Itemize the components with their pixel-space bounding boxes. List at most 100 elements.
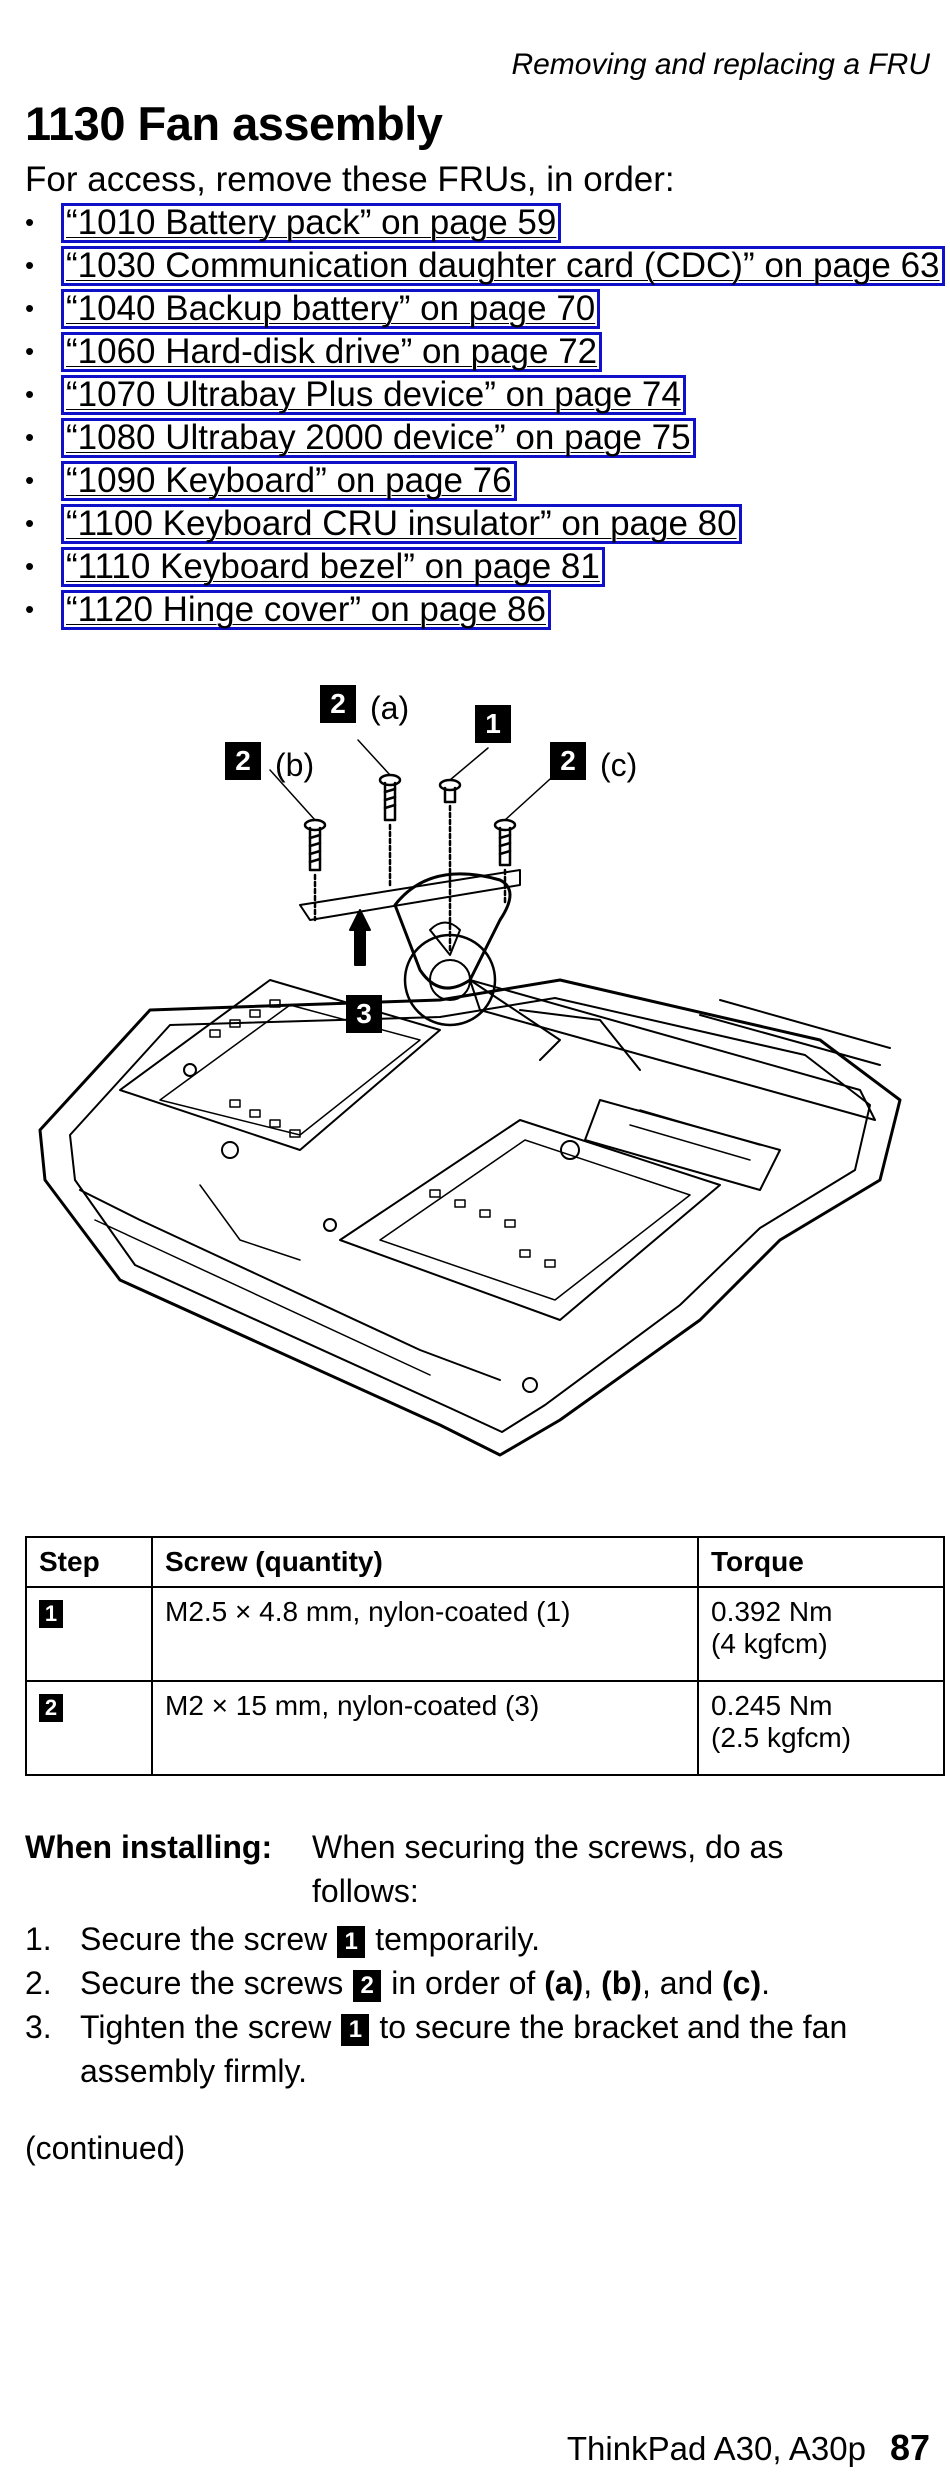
fru-link-ultrabay-plus[interactable]: “1070 Ultrabay Plus device” on page 74 <box>61 374 686 415</box>
bullet-icon: • <box>25 207 35 237</box>
laptop-fan-illustration <box>38 739 902 1457</box>
chassis-outline <box>38 978 902 1457</box>
bullet-icon: • <box>25 422 35 452</box>
screw-b <box>303 818 327 922</box>
screw-c <box>493 818 517 907</box>
screw-a <box>378 773 402 887</box>
screw-1 <box>438 778 462 952</box>
step-number: 1. <box>25 1921 52 1957</box>
step-cell: 2 <box>25 1680 153 1776</box>
hinge-bar <box>469 979 876 1121</box>
list-item: • “1040 Backup battery” on page 70 <box>25 287 945 330</box>
fru-link-backup-battery[interactable]: “1040 Backup battery” on page 70 <box>61 288 601 329</box>
list-item: • “1030 Communication daughter card (CDC)… <box>25 244 945 287</box>
list-item: • “1100 Keyboard CRU insulator” on page 8… <box>25 502 945 545</box>
fru-link-hard-disk[interactable]: “1060 Hard-disk drive” on page 72 <box>61 331 603 372</box>
list-item: • “1060 Hard-disk drive” on page 72 <box>25 330 945 373</box>
step-tag: 1 <box>341 2013 370 2046</box>
fru-link-keyboard[interactable]: “1090 Keyboard” on page 76 <box>61 460 517 501</box>
pc-card-slot <box>584 1099 781 1191</box>
step-text: Secure the screws <box>80 1965 344 2001</box>
separator: , <box>583 1965 593 2001</box>
col-screw: Screw (quantity) <box>151 1536 699 1588</box>
bullet-icon: • <box>25 336 35 366</box>
fru-link-ultrabay-2000[interactable]: “1080 Ultrabay 2000 device” on page 75 <box>61 417 696 458</box>
fru-link-keyboard-cru-insulator[interactable]: “1100 Keyboard CRU insulator” on page 80 <box>61 503 742 544</box>
list-item: • “1070 Ultrabay Plus device” on page 74 <box>25 373 945 416</box>
fru-link-cdc[interactable]: “1030 Communication daughter card (CDC)”… <box>61 245 945 286</box>
list-item: • “1090 Keyboard” on page 76 <box>25 459 945 502</box>
step-tag: 2 <box>353 1969 382 2002</box>
list-item: • “1080 Ultrabay 2000 device” on page 75 <box>25 416 945 459</box>
access-intro: For access, remove these FRUs, in order: <box>25 160 675 199</box>
bullet-icon: • <box>25 594 35 624</box>
order-c: (c) <box>722 1965 762 2001</box>
list-item: • “1010 Battery pack” on page 59 <box>25 201 945 244</box>
step-text: temporarily. <box>375 1921 540 1957</box>
prerequisite-list: • “1010 Battery pack” on page 59 • “1030 C… <box>25 201 945 631</box>
torque-kgfcm: (2.5 kgfcm) <box>711 1722 852 1753</box>
table-header-row: Step Screw (quantity) Torque <box>25 1536 945 1588</box>
bullet-icon: • <box>25 379 35 409</box>
bullet-icon: • <box>25 551 35 581</box>
bullet-icon: • <box>25 508 35 538</box>
fan-bracket <box>393 872 512 990</box>
list-item: 1. Secure the screw 1 temporarily. <box>25 1917 940 1961</box>
order-b: (b) <box>601 1965 642 2001</box>
installing-text: When securing the screws, do as follows: <box>312 1829 784 1909</box>
continued-note: (continued) <box>25 2130 186 2166</box>
step-tag: 1 <box>39 1600 63 1628</box>
torque-nm: 0.245 Nm <box>711 1690 833 1721</box>
step-number: 2. <box>25 1965 52 2001</box>
fan-assembly-figure: 2 (a) 1 2 (b) 2 (c) 3 <box>0 680 950 1500</box>
callout-2b: 2 <box>225 742 261 780</box>
fru-link-keyboard-bezel[interactable]: “1110 Keyboard bezel” on page 81 <box>61 546 605 587</box>
torque-cell: 0.245 Nm(2.5 kgfcm) <box>697 1680 945 1776</box>
screw-table: Step Screw (quantity) Torque 1 M2.5 × 4.… <box>25 1536 945 1776</box>
installing-label: When installing: <box>25 1829 273 1865</box>
lift-arrow <box>349 909 371 966</box>
table-row: 1 M2.5 × 4.8 mm, nylon-coated (1) 0.392 … <box>25 1586 945 1682</box>
heat-pipe <box>299 869 521 921</box>
step-cell: 1 <box>25 1586 153 1682</box>
callout-sub-a: (a) <box>370 690 410 726</box>
vent-slots-left <box>209 999 301 1138</box>
callout-sub-c: (c) <box>600 747 638 783</box>
chassis-inner-edge <box>69 997 871 1433</box>
installing-section: When installing: When securing the screw… <box>25 1825 940 2093</box>
torque-nm: 0.392 Nm <box>711 1596 833 1627</box>
bullet-icon: • <box>25 293 35 323</box>
step-tag: 1 <box>337 1925 366 1958</box>
callout-1: 1 <box>475 705 511 743</box>
screw-cell: M2 × 15 mm, nylon-coated (3) <box>151 1680 699 1776</box>
bullet-icon: • <box>25 250 35 280</box>
fru-link-battery-pack[interactable]: “1010 Battery pack” on page 59 <box>61 202 562 243</box>
page-number: 87 <box>889 2427 930 2468</box>
table-row: 2 M2 × 15 mm, nylon-coated (3) 0.245 Nm(… <box>25 1680 945 1776</box>
left-board <box>119 979 441 1151</box>
vent-slots-right <box>429 1189 556 1268</box>
bullet-icon: • <box>25 465 35 495</box>
install-steps: 1. Secure the screw 1 temporarily. 2. Secu… <box>25 1917 940 2093</box>
list-item: • “1110 Keyboard bezel” on page 81 <box>25 545 945 588</box>
period: . <box>761 1965 770 2001</box>
running-header: Removing and replacing a FRU <box>511 48 930 81</box>
torque-cell: 0.392 Nm(4 kgfcm) <box>697 1586 945 1682</box>
step-tag: 2 <box>39 1694 63 1722</box>
fru-link-hinge-cover[interactable]: “1120 Hinge cover” on page 86 <box>61 589 551 630</box>
product-name: ThinkPad A30, A30p <box>566 2430 866 2467</box>
step-text: Secure the screw <box>80 1921 328 1957</box>
order-a: (a) <box>544 1965 584 2001</box>
callout-2c: 2 <box>550 742 586 780</box>
list-item: 2. Secure the screws 2 in order of (a), (b… <box>25 1961 940 2005</box>
callout-2a: 2 <box>320 685 356 723</box>
col-step: Step <box>25 1536 153 1588</box>
step-text: in order of <box>391 1965 536 2001</box>
callout-sub-b: (b) <box>275 747 315 783</box>
step-number: 3. <box>25 2009 52 2045</box>
step-text: Tighten the screw <box>80 2009 332 2045</box>
col-torque: Torque <box>697 1536 945 1588</box>
right-board <box>339 1119 721 1321</box>
callout-3: 3 <box>346 995 382 1033</box>
